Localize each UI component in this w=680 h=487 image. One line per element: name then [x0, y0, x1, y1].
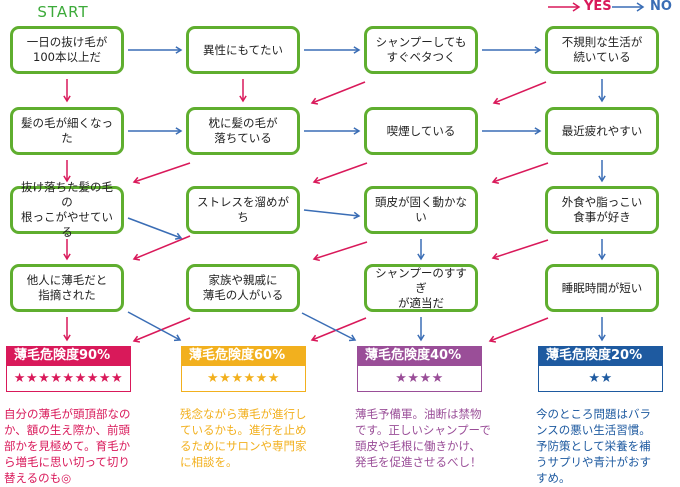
arrow-yes — [491, 239, 549, 261]
question-box-15: シャンプーのすすぎ が適当だ — [364, 264, 478, 312]
arrow-no — [127, 311, 182, 342]
arrow-no — [417, 239, 425, 261]
legend-no: NO — [612, 0, 672, 14]
result-90-description: 自分の薄毛が頭頂部なの か、額の生え際か、前頭 部かを見極めて。育毛か ら増毛に… — [4, 407, 131, 485]
arrow-yes — [63, 79, 71, 103]
arrow-no — [598, 239, 606, 261]
question-box-3: シャンプーしても すぐベタつく — [364, 26, 478, 74]
result-90-title: 薄毛危険度90% — [6, 346, 131, 366]
result-20-title: 薄毛危険度20% — [538, 346, 663, 366]
legend-yes: YES — [548, 0, 612, 14]
arrow-no — [482, 46, 542, 54]
result-90-stars: ★★★★★★★★★ — [6, 366, 131, 392]
arrow-no — [598, 317, 606, 342]
arrow-yes — [63, 160, 71, 183]
question-box-14: 家族や親戚に 薄毛の人がいる — [186, 264, 300, 312]
arrow-yes — [63, 239, 71, 261]
legend-no-arrow-icon — [612, 2, 645, 12]
arrow-yes — [239, 79, 247, 103]
arrow-no — [303, 209, 361, 220]
question-box-9: 抜け落ちた髪の毛の 根っこがやせている — [10, 180, 124, 239]
legend-yes-label: YES — [584, 0, 612, 14]
question-box-12: 外食や脂っこい 食事が好き — [545, 186, 659, 234]
arrow-no — [417, 317, 425, 342]
arrow-no — [304, 127, 361, 135]
result-40-title: 薄毛危険度40% — [357, 346, 482, 366]
question-box-8: 最近疲れやすい — [545, 107, 659, 155]
arrow-no — [598, 79, 606, 103]
question-box-2: 異性にもてたい — [186, 26, 300, 74]
arrow-no — [128, 127, 183, 135]
result-40-description: 薄毛予備軍。油断は禁物 です。正しいシャンプーで 頭皮や毛根に働きかけ、 発毛を… — [355, 407, 491, 469]
result-60-stars: ★★★★★★ — [181, 366, 306, 392]
arrow-no — [127, 217, 183, 240]
question-box-16: 睡眠時間が短い — [545, 264, 659, 312]
question-box-13: 他人に薄毛だと 指摘された — [10, 264, 124, 312]
question-box-11: 頭皮が固く動かない — [364, 186, 478, 234]
arrow-no — [304, 46, 361, 54]
arrow-yes — [132, 162, 191, 185]
arrow-yes — [63, 317, 71, 342]
arrow-yes — [492, 81, 547, 105]
question-box-6: 枕に髪の毛が 落ちている — [186, 107, 300, 155]
arrow-yes — [132, 235, 191, 261]
question-box-7: 喫煙している — [364, 107, 478, 155]
result-20-description: 今のところ問題はバラ ンスの悪い生活習慣。 予防策として栄養を補 うサプリや青汁… — [536, 407, 651, 485]
arrow-no — [482, 127, 542, 135]
arrow-no — [301, 312, 357, 342]
arrow-no — [128, 46, 183, 54]
result-60-description: 残念ながら薄毛が進行し ているかも。進行を止め るためにサロンや専門家 に相談を… — [180, 407, 307, 469]
legend-no-label: NO — [650, 0, 672, 14]
arrow-yes — [310, 81, 366, 105]
arrow-no — [598, 160, 606, 183]
legend-yes-arrow-icon — [548, 2, 581, 12]
question-box-5: 髪の毛が細くなった — [10, 107, 124, 155]
arrow-yes — [312, 162, 368, 184]
question-box-10: ストレスを溜めがち — [186, 186, 300, 234]
result-40-stars: ★★★★ — [357, 366, 482, 392]
result-60-title: 薄毛危険度60% — [181, 346, 306, 366]
question-box-4: 不規則な生活が 続いている — [545, 26, 659, 74]
start-label: START — [37, 3, 89, 21]
arrow-yes — [310, 317, 367, 342]
question-box-1: 一日の抜け毛が 100本以上だ — [10, 26, 124, 74]
arrow-yes — [491, 162, 549, 185]
arrow-yes — [312, 241, 368, 262]
arrow-yes — [488, 317, 549, 343]
result-20-stars: ★★ — [538, 366, 663, 392]
